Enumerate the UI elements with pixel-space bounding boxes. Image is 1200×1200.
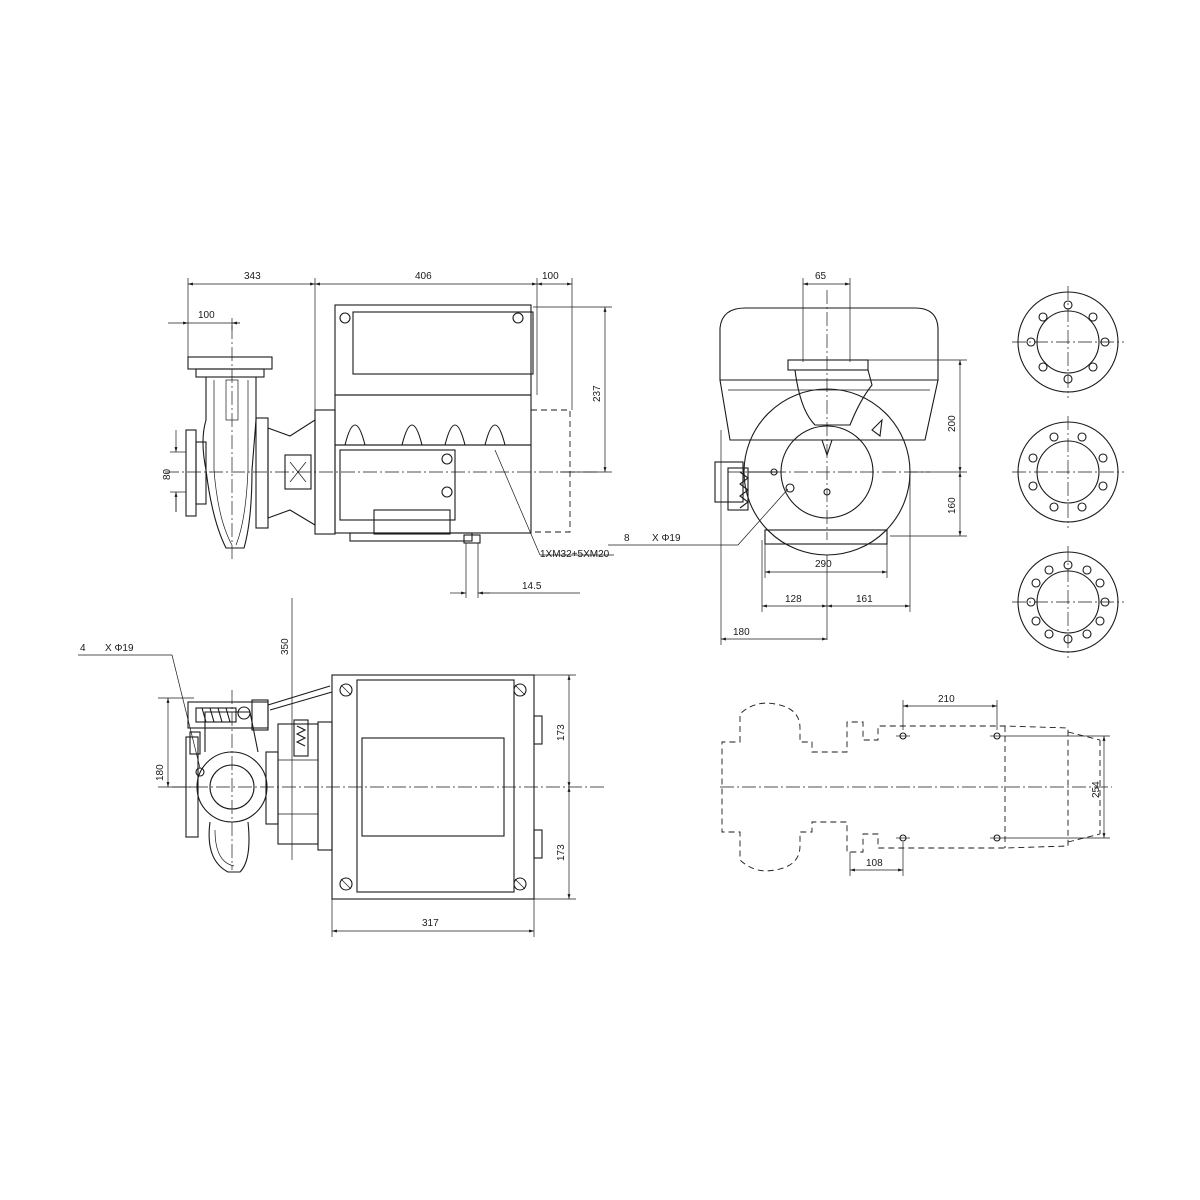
dim-160: 160 (947, 497, 958, 514)
flange-12-hole (1012, 546, 1124, 658)
flange-variants (1012, 286, 1124, 658)
footprint-view: 210 254 108 (720, 694, 1112, 876)
holes-4-count: 4 (80, 643, 86, 654)
dim-350: 350 (280, 638, 291, 655)
top-view: 4 X Φ19 350 180 173 173 317 (78, 598, 605, 937)
holes-8-spec: X Φ19 (652, 533, 681, 544)
dim-343: 343 (244, 271, 261, 282)
dim-200: 200 (947, 415, 958, 432)
dim-406: 406 (415, 271, 432, 282)
dim-173-upper: 173 (556, 724, 567, 741)
dim-180-end: 180 (733, 627, 750, 638)
holes-8-count: 8 (624, 533, 630, 544)
cable-entries-label: 1XM32+5XM20 (540, 549, 610, 560)
dim-108: 108 (866, 858, 883, 869)
dim-254: 254 (1091, 781, 1102, 798)
dim-100-flange: 100 (198, 310, 215, 321)
dim-128: 128 (785, 594, 802, 605)
dim-237: 237 (592, 385, 603, 402)
flange-8-hole (1012, 416, 1124, 528)
dim-210: 210 (938, 694, 955, 705)
flange-4-hole (1012, 286, 1124, 398)
dim-180-top: 180 (155, 764, 166, 781)
dim-290: 290 (815, 559, 832, 570)
end-view: 65 200 160 8 X Φ19 290 128 161 180 (608, 271, 967, 645)
dim-80: 80 (162, 468, 173, 480)
dim-317: 317 (422, 918, 439, 929)
front-view: 343 406 100 100 237 80 14.5 1XM32+5XM20 (162, 271, 614, 598)
dim-14-5: 14.5 (522, 581, 542, 592)
dim-173-lower: 173 (556, 844, 567, 861)
holes-4-spec: X Φ19 (105, 643, 134, 654)
dim-65: 65 (815, 271, 827, 282)
dim-161: 161 (856, 594, 873, 605)
dim-100-top: 100 (542, 271, 559, 282)
